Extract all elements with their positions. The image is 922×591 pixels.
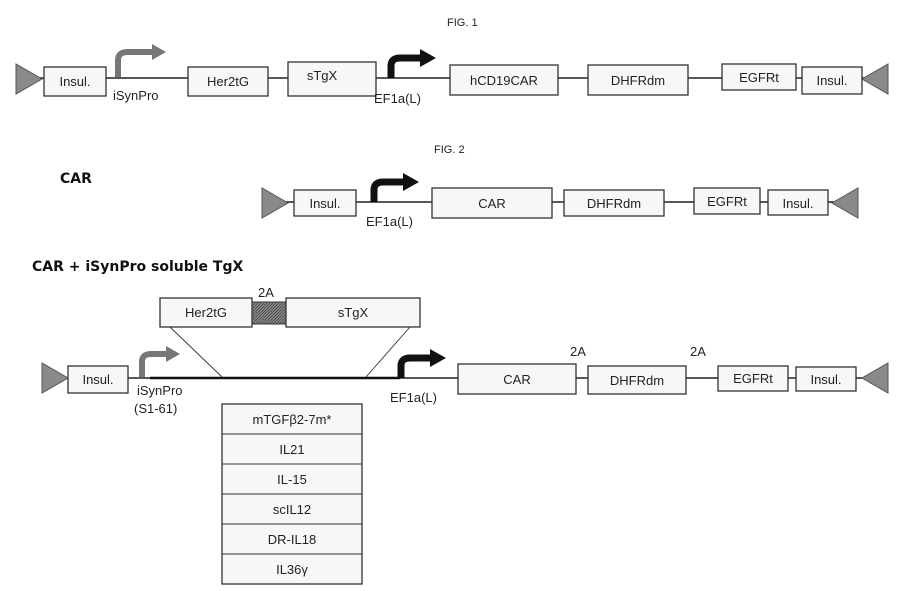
fig1-ef1a-label: EF1a(L) [374,91,421,106]
insert-2a-linker [252,302,286,324]
left-ltr-triangle-icon [16,64,42,94]
main-box-dhfrdm: DHFRdm [610,373,664,388]
ef1a-promoter-arrow-icon [401,349,446,378]
ef1a-promoter-arrow-icon [374,173,419,202]
main-box-insul-right: Insul. [810,372,841,387]
payload-item: IL21 [279,442,304,457]
payload-item: IL36γ [276,562,308,577]
main-2a-label-2: 2A [690,344,706,359]
isynpro-promoter-arrow-icon [118,44,166,77]
ef1a-promoter-arrow-icon [391,49,436,78]
payload-list: mTGFβ2-7m* IL21 IL-15 scIL12 DR-IL18 IL3… [222,404,362,584]
insert-box-stgx: sTgX [338,305,369,320]
main-2a-label-1: 2A [570,344,586,359]
car-box-car: CAR [478,196,505,211]
payload-item: DR-IL18 [268,532,316,547]
fig1-title: FIG. 1 [447,17,478,29]
main-box-egfrt: EGFRt [733,371,773,386]
main-isynpro-label: iSynPro [137,383,183,398]
main-isynpro-sub-label: (S1-61) [134,401,177,416]
main-box-car: CAR [503,372,530,387]
car-box-insul-left: Insul. [309,196,340,211]
fig1-construct: Insul. iSynPro Her2tG sTgX EF1a(L) hCD19… [16,44,888,106]
insert-expansion: Her2tG 2A sTgX [160,285,420,377]
fig1-box-insul-right: Insul. [816,73,847,88]
car-box-insul-right: Insul. [782,196,813,211]
fig1-box-hcd19car: hCD19CAR [470,73,538,88]
car-heading: CAR [60,171,92,187]
insert-box-her2tg: Her2tG [185,305,227,320]
right-ltr-triangle-icon [862,64,888,94]
right-ltr-triangle-icon [832,188,858,218]
payload-item: IL-15 [277,472,307,487]
main-ef1a-label: EF1a(L) [390,390,437,405]
isynpro-promoter-arrow-icon [142,346,180,377]
fig1-isynpro-label: iSynPro [113,88,159,103]
left-ltr-triangle-icon [42,363,68,393]
car-box-dhfrdm: DHFRdm [587,196,641,211]
payload-item: scIL12 [273,502,311,517]
fig1-box-egfrt: EGFRt [739,70,779,85]
fig1-box-dhfrdm: DHFRdm [611,73,665,88]
payload-item: mTGFβ2-7m* [253,412,332,427]
fig1-box-insul-left: Insul. [59,74,90,89]
fig2-isynpro-construct: Insul. iSynPro (S1-61) EF1a(L) CAR 2A DH… [42,344,888,416]
fig1-box-stgx: sTgX [307,68,338,83]
insert-2a-label: 2A [258,285,274,300]
car-box-egfrt: EGFRt [707,194,747,209]
fig1-box-her2tg: Her2tG [207,74,249,89]
main-box-insul-left: Insul. [82,372,113,387]
fig2-car-construct: Insul. EF1a(L) CAR DHFRdm EGFRt Insul. [262,173,858,229]
right-ltr-triangle-icon [862,363,888,393]
left-ltr-triangle-icon [262,188,288,218]
fig2-title: FIG. 2 [434,144,465,156]
car-ef1a-label: EF1a(L) [366,214,413,229]
isynpro-heading: CAR + iSynPro soluble TgX [32,259,243,275]
